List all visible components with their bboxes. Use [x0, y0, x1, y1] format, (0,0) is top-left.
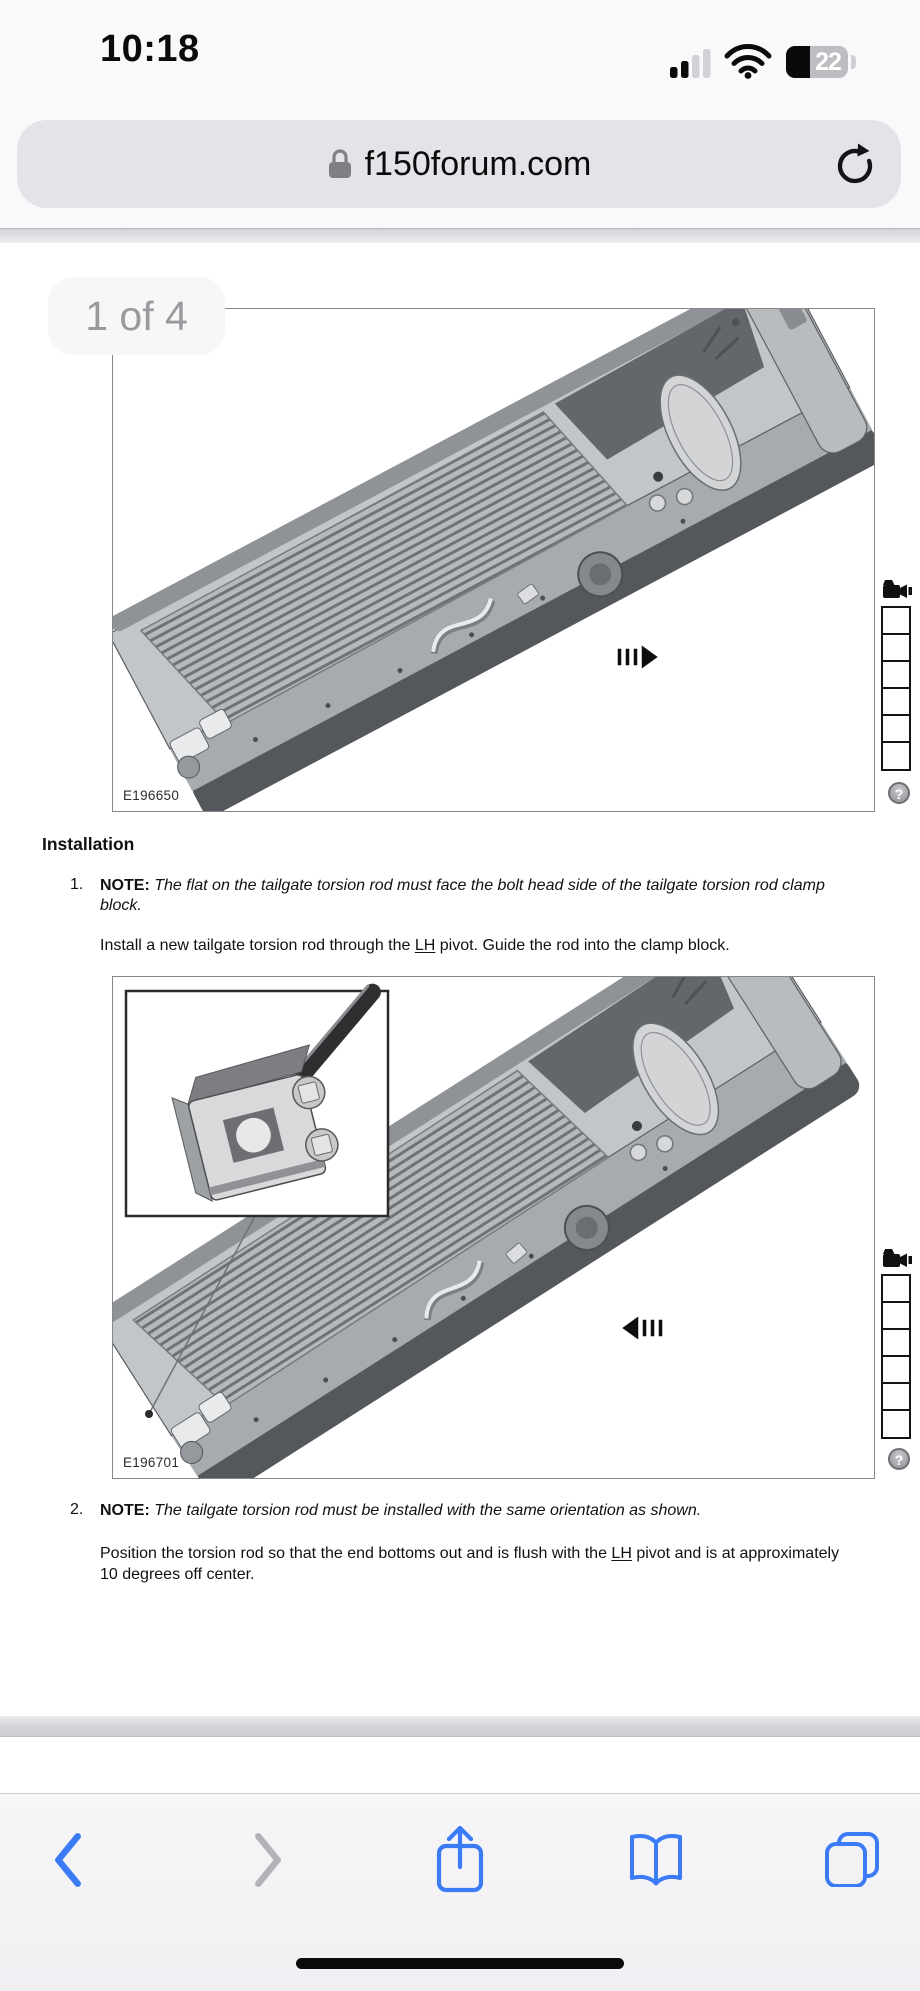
- clamp-block-inset: [124, 983, 390, 1218]
- tailgate-diagram-2: [113, 977, 860, 1478]
- video-camera-icon[interactable]: [883, 1248, 913, 1270]
- status-and-url-chrome: 10:18 22: [0, 0, 920, 228]
- figure-label: E196650: [123, 788, 180, 803]
- film-strip-cell: [881, 633, 911, 663]
- rotation-arrow-left-icon: [619, 1313, 664, 1343]
- film-strip-cell: [881, 660, 911, 690]
- lock-icon: [328, 149, 351, 178]
- tabs-button[interactable]: [822, 1831, 882, 1887]
- help-button[interactable]: ?: [888, 1448, 910, 1470]
- list-number: 1.: [70, 876, 84, 893]
- note-text-line: The flat on the tailgate torsion rod mus…: [154, 877, 825, 894]
- chrome-content-divider: [0, 228, 920, 243]
- film-strip-cell: [881, 1328, 911, 1358]
- film-strip-widget: [881, 606, 911, 771]
- battery-icon: 22: [786, 46, 848, 78]
- instruction-text: Install a new tailgate torsion rod throu…: [100, 937, 415, 954]
- figure-label: E196701: [123, 1455, 180, 1470]
- instruction-text: 10 degrees off center.: [100, 1566, 255, 1583]
- film-strip-cell: [881, 687, 911, 717]
- share-button[interactable]: [434, 1821, 486, 1895]
- film-strip-cell: [881, 1355, 911, 1385]
- clock-time: 10:18: [100, 28, 200, 70]
- instruction-text: Position the torsion rod so that the end…: [100, 1545, 612, 1562]
- instruction-paragraph-1: Install a new tailgate torsion rod throu…: [100, 936, 730, 956]
- instruction-text: pivot and is at approximately: [631, 1545, 840, 1562]
- film-strip-cell: [881, 606, 911, 636]
- film-strip-cell: [881, 714, 911, 744]
- figure-tailgate-1: E196650: [112, 308, 875, 812]
- figure-counter-badge: 1 of 4: [48, 277, 225, 355]
- film-strip-cell: [881, 1382, 911, 1412]
- back-button[interactable]: [46, 1832, 90, 1888]
- battery-nub: [851, 55, 856, 69]
- address-bar-content: f150forum.com: [17, 120, 901, 208]
- lh-link[interactable]: LH: [414, 937, 436, 954]
- figure-tailgate-2: E196701: [112, 976, 875, 1479]
- list-number: 2.: [70, 1501, 84, 1518]
- note-item-1: NOTE: The flat on the tailgate torsion r…: [100, 876, 825, 916]
- cellular-signal-icon: [670, 49, 711, 78]
- tailgate-diagram-1: [113, 309, 874, 811]
- instruction-paragraph-2: Position the torsion rod so that the end…: [100, 1543, 839, 1585]
- wifi-icon: [724, 44, 772, 79]
- film-strip-cell: [881, 741, 911, 771]
- film-strip-cell: [881, 1274, 911, 1304]
- url-domain: f150forum.com: [364, 144, 592, 183]
- video-camera-icon[interactable]: [883, 579, 913, 601]
- help-button[interactable]: ?: [888, 782, 910, 804]
- battery-percent: 22: [815, 48, 842, 76]
- address-bar[interactable]: f150forum.com: [17, 120, 901, 208]
- note-text-line: block.: [100, 897, 142, 914]
- lh-link[interactable]: LH: [611, 1545, 632, 1562]
- note-text-line: The tailgate torsion rod must be install…: [154, 1502, 702, 1519]
- section-heading: Installation: [42, 834, 135, 854]
- bookmarks-button[interactable]: [625, 1831, 687, 1889]
- film-strip-cell: [881, 1409, 911, 1439]
- home-indicator[interactable]: [296, 1958, 624, 1969]
- film-strip-cell: [881, 1301, 911, 1331]
- film-strip-widget: [881, 1274, 911, 1439]
- reload-button[interactable]: [831, 140, 879, 188]
- forward-button[interactable]: [246, 1832, 290, 1888]
- instruction-text: pivot. Guide the rod into the clamp bloc…: [435, 937, 730, 954]
- battery-fill: [786, 46, 810, 78]
- note-label: NOTE:: [100, 877, 150, 894]
- rotation-arrow-right-icon: [616, 642, 661, 672]
- note-label: NOTE:: [100, 1502, 150, 1519]
- content-toolbar-divider: [0, 1716, 920, 1737]
- note-item-2: NOTE: The tailgate torsion rod must be i…: [100, 1501, 701, 1521]
